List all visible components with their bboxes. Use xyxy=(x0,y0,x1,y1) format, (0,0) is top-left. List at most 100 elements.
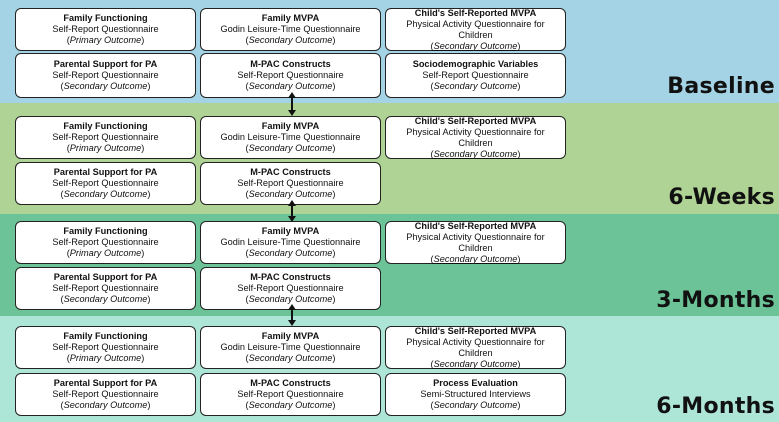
measure-title: Family MVPA xyxy=(261,226,320,236)
measure-instrument: Self-Report Questionnaire xyxy=(52,132,159,142)
outcome-type: (Primary Outcome) xyxy=(66,248,145,258)
outcome-label: Primary Outcome xyxy=(69,248,142,258)
outcome-type: (Secondary Outcome) xyxy=(245,35,336,45)
phase-label-6-months: 6-Months xyxy=(656,394,775,419)
outcome-label: Secondary Outcome xyxy=(248,400,333,410)
measure-title: Sociodemographic Variables xyxy=(412,59,539,69)
outcome-type: (Secondary Outcome) xyxy=(245,353,336,363)
measure-title: Process Evaluation xyxy=(433,378,518,388)
outcome-type: (Secondary Outcome) xyxy=(60,81,151,91)
outcome-type: (Primary Outcome) xyxy=(66,143,145,153)
measure-instrument: Children xyxy=(458,29,493,40)
outcome-label: Secondary Outcome xyxy=(433,253,518,264)
outcome-type: (Primary Outcome) xyxy=(66,353,145,363)
measure-instrument: Self-Report Questionnaire xyxy=(237,178,344,188)
measure-title: Child's Self-Reported MVPA xyxy=(414,7,537,18)
outcome-label: Secondary Outcome xyxy=(248,35,333,45)
outcome-label: Secondary Outcome xyxy=(248,81,333,91)
outcome-label: Secondary Outcome xyxy=(433,148,518,159)
measure-instrument: Self-Report Questionnaire xyxy=(52,178,159,188)
outcome-type: (Secondary Outcome) xyxy=(60,189,151,199)
outcome-label: Secondary Outcome xyxy=(248,189,333,199)
measure-instrument: Self-Report Questionnaire xyxy=(237,283,344,293)
measure-title: Family MVPA xyxy=(261,331,320,341)
measure-instrument: Semi-Structured Interviews xyxy=(420,389,531,399)
double-arrow-icon xyxy=(288,304,296,326)
outcome-type: (Secondary Outcome) xyxy=(430,148,521,159)
phase-label-6-weeks: 6-Weeks xyxy=(668,185,775,210)
outcome-type: (Secondary Outcome) xyxy=(60,400,151,410)
measure-instrument: Self-Report Questionnaire xyxy=(237,70,344,80)
outcome-type: (Secondary Outcome) xyxy=(245,294,336,304)
outcome-label: Secondary Outcome xyxy=(63,81,148,91)
measure-instrument: Godin Leisure-Time Questionnaire xyxy=(220,342,361,352)
measure-title: M-PAC Constructs xyxy=(250,378,331,388)
outcome-type: (Secondary Outcome) xyxy=(430,81,521,91)
measure-instrument: Godin Leisure-Time Questionnaire xyxy=(220,237,361,247)
measure-instrument: Godin Leisure-Time Questionnaire xyxy=(220,24,361,34)
measure-instrument: Physical Activity Questionnaire for xyxy=(406,231,545,242)
outcome-label: Secondary Outcome xyxy=(433,358,518,369)
measure-instrument: Self-Report Questionnaire xyxy=(52,237,159,247)
measure-instrument: Self-Report Questionnaire xyxy=(52,389,159,399)
outcome-type: (Secondary Outcome) xyxy=(60,294,151,304)
measure-title: Family Functioning xyxy=(63,121,148,131)
measure-title: Family MVPA xyxy=(261,13,320,23)
outcome-label: Secondary Outcome xyxy=(248,353,333,363)
outcome-label: Secondary Outcome xyxy=(248,294,333,304)
outcome-label: Secondary Outcome xyxy=(248,143,333,153)
measure-instrument: Self-Report Questionnaire xyxy=(52,283,159,293)
measure-title: Family MVPA xyxy=(261,121,320,131)
measure-instrument: Children xyxy=(458,137,493,148)
outcome-type: (Secondary Outcome) xyxy=(430,358,521,369)
measure-instrument: Children xyxy=(458,242,493,253)
outcome-type: (Secondary Outcome) xyxy=(245,81,336,91)
measure-instrument: Godin Leisure-Time Questionnaire xyxy=(220,132,361,142)
measure-title: Child's Self-Reported MVPA xyxy=(414,325,537,336)
measure-instrument: Self-Report Questionnaire xyxy=(422,70,529,80)
measure-title: Family Functioning xyxy=(63,331,148,341)
outcome-type: (Secondary Outcome) xyxy=(245,248,336,258)
outcome-type: (Secondary Outcome) xyxy=(245,400,336,410)
measure-instrument: Self-Report Questionnaire xyxy=(52,342,159,352)
measure-instrument: Children xyxy=(458,347,493,358)
outcome-type: (Secondary Outcome) xyxy=(430,253,521,264)
outcome-type: (Secondary Outcome) xyxy=(245,189,336,199)
outcome-label: Primary Outcome xyxy=(69,35,142,45)
measure-title: Parental Support for PA xyxy=(53,272,158,282)
measure-title: Parental Support for PA xyxy=(53,378,158,388)
measure-title: Family Functioning xyxy=(63,13,148,23)
measure-title: Parental Support for PA xyxy=(53,167,158,177)
outcome-label: Primary Outcome xyxy=(69,353,142,363)
measure-instrument: Self-Report Questionnaire xyxy=(237,389,344,399)
outcome-type: (Secondary Outcome) xyxy=(245,143,336,153)
outcome-label: Secondary Outcome xyxy=(248,248,333,258)
measure-title: M-PAC Constructs xyxy=(250,272,331,282)
outcome-label: Secondary Outcome xyxy=(63,400,148,410)
double-arrow-icon xyxy=(288,200,296,222)
measure-instrument: Physical Activity Questionnaire for xyxy=(406,336,545,347)
outcome-type: (Secondary Outcome) xyxy=(430,400,521,410)
measure-title: Family Functioning xyxy=(63,226,148,236)
outcome-label: Secondary Outcome xyxy=(63,294,148,304)
measure-instrument: Self-Report Questionnaire xyxy=(52,24,159,34)
measure-title: Parental Support for PA xyxy=(53,59,158,69)
